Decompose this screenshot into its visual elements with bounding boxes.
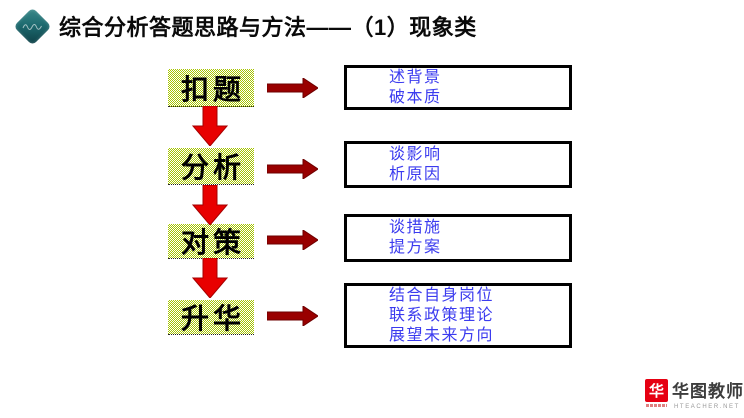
arrow-right-icon [266, 229, 319, 255]
arrow-right-icon [266, 77, 319, 103]
step-label-duice: 对策 [168, 224, 254, 259]
detail-box-duice: 谈措施 提方案 [344, 214, 572, 262]
logo-tagline-decoration [646, 404, 667, 407]
detail-line: 谈影响 [389, 145, 442, 163]
step-label-shenghua: 升华 [168, 300, 254, 335]
detail-line: 谈措施 [389, 219, 442, 236]
detail-box-kouti: 述背景 破本质 [344, 65, 572, 110]
slide-bullet-diamond-icon [12, 6, 52, 46]
detail-box-fenxi: 谈影响 析原因 [344, 141, 572, 188]
arrow-right-icon [266, 158, 319, 184]
detail-line: 析原因 [389, 165, 442, 183]
logo-brand-name: 华图教师 [672, 382, 744, 401]
page-title: 综合分析答题思路与方法——（1）现象类 [59, 15, 477, 40]
detail-line: 提方案 [389, 239, 442, 256]
arrow-right-icon [266, 305, 319, 331]
detail-line: 展望未来方向 [389, 326, 495, 344]
detail-line: 破本质 [389, 88, 442, 106]
detail-box-shenghua: 结合自身岗位 联系政策理论 展望未来方向 [344, 283, 572, 348]
arrow-down-icon [191, 105, 229, 151]
detail-line: 结合自身岗位 [389, 286, 495, 304]
arrow-down-icon [191, 257, 229, 303]
detail-line: 述背景 [389, 68, 442, 86]
huatu-logo-mark-icon: 华 [645, 379, 668, 402]
step-label-kouti: 扣题 [168, 69, 254, 107]
step-label-fenxi: 分析 [168, 148, 254, 185]
arrow-down-icon [191, 184, 229, 230]
diamond-script-decoration [22, 24, 42, 30]
logo-domain-text: HTEACHER.NET [674, 404, 740, 410]
detail-line: 联系政策理论 [389, 306, 495, 324]
huatu-teacher-logo: 华 华图教师 HTEACHER.NET [645, 377, 744, 410]
